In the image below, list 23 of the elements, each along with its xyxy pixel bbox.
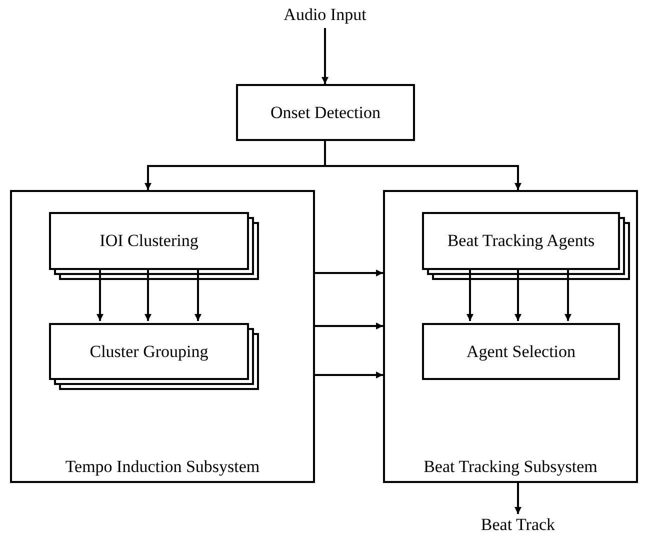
subsystem-label: Tempo Induction Subsystem [64,456,261,478]
process-box: Onset Detection [236,84,415,141]
arrow [514,268,522,321]
arrow [315,270,383,276]
arrow [466,268,474,321]
arrow [514,483,522,514]
arrow [315,372,383,378]
arrow [144,268,152,321]
process-box: Cluster Grouping [49,323,249,380]
input-label: Audio Input [265,2,385,28]
arrow [322,28,328,84]
arrow [194,268,202,321]
output-label: Beat Track [463,514,573,536]
arrow [324,141,522,190]
process-box: IOI Clustering [49,212,249,270]
arrow [564,268,572,321]
subsystem-box [383,190,638,483]
process-box: Beat Tracking Agents [422,212,620,270]
process-box: Agent Selection [422,323,620,380]
subsystem-box [10,190,315,483]
subsystem-label: Beat Tracking Subsystem [422,456,598,478]
arrow [315,322,383,330]
arrow [96,268,104,321]
